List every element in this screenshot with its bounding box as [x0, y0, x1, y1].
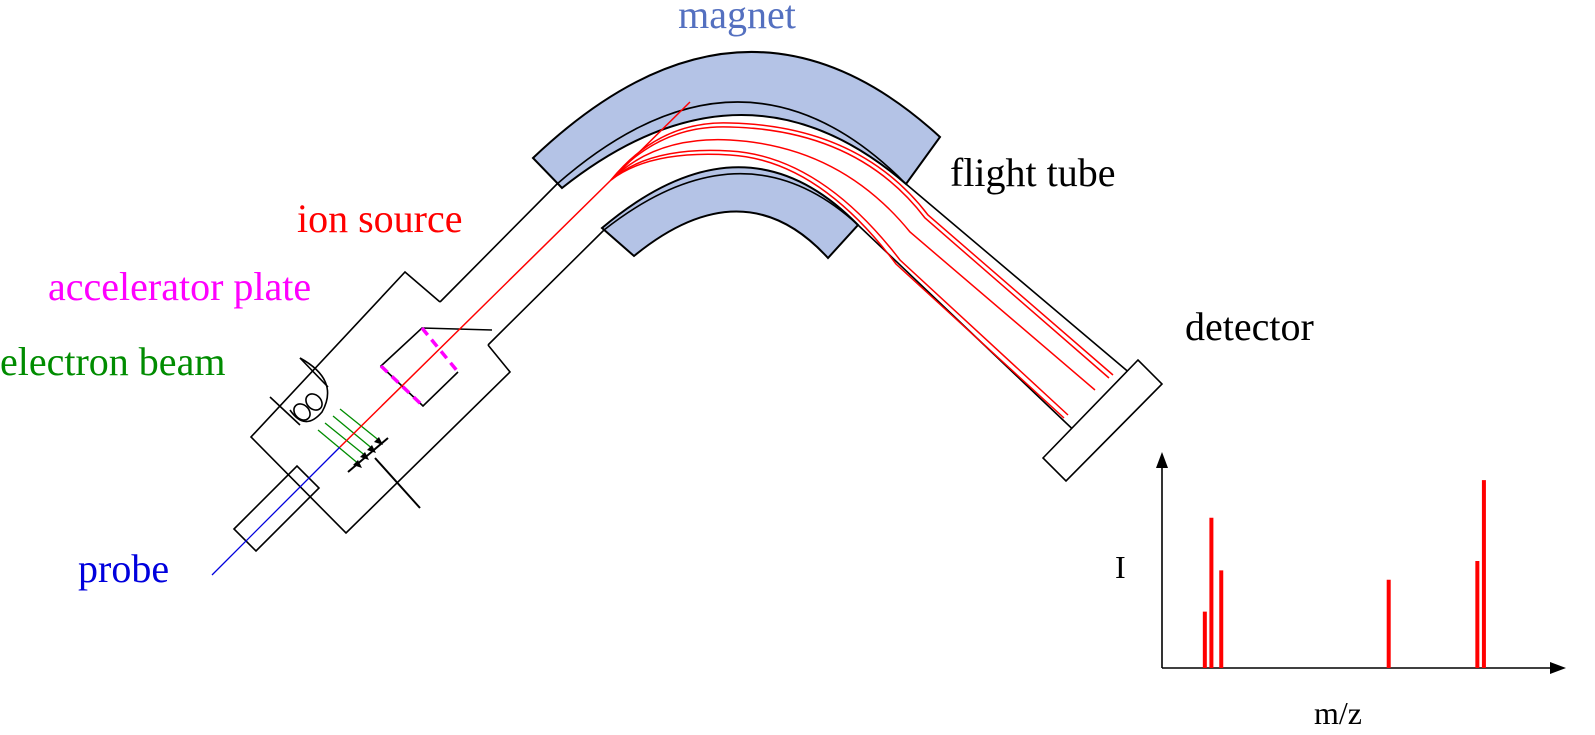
ion-source-box — [249, 270, 512, 535]
magnet — [531, 50, 942, 260]
filament-coil-2 — [305, 393, 323, 411]
ion-path-4 — [610, 149, 1069, 416]
probe-holder — [232, 464, 321, 553]
ion-source-label: ion source — [297, 196, 463, 241]
electron-beam-ray — [339, 408, 382, 443]
ion-path-3 — [610, 138, 1096, 391]
arrowhead — [353, 460, 362, 468]
filament-coil-1 — [293, 403, 311, 421]
filament — [269, 357, 329, 426]
detector-label: detector — [1185, 304, 1314, 349]
probe-rod — [211, 446, 341, 576]
mass-spectrum — [1156, 452, 1566, 674]
probe-label: probe — [78, 546, 169, 591]
accelerator-plate-label: accelerator plate — [48, 264, 311, 309]
filament-wire-left — [269, 396, 301, 426]
spectrum-x-axis-label: m/z — [1314, 695, 1362, 731]
flight-tube — [439, 101, 1139, 441]
electron-trap-stem — [374, 457, 421, 509]
arrowhead — [360, 452, 369, 460]
magnet-label: magnet — [678, 0, 796, 37]
spectrum-peaks — [1202, 480, 1486, 668]
ion-paths — [339, 101, 1114, 448]
ion-path-5 — [610, 153, 1065, 419]
filament-wire-right — [299, 357, 329, 388]
electron-trap — [347, 437, 421, 509]
ion-path-initial — [339, 179, 612, 448]
magnet-outer-pole — [531, 50, 942, 190]
electron-beam-arrowheads — [353, 437, 383, 468]
flight-tube-label: flight tube — [950, 150, 1116, 195]
spectrum-y-axis-arrow — [1156, 452, 1168, 468]
flight-tube-outer-wall — [439, 101, 1139, 381]
ion-path-1 — [610, 122, 1114, 376]
spectrum-x-axis-arrow — [1550, 662, 1566, 674]
ion-source-housing — [249, 270, 512, 535]
detector — [1041, 358, 1164, 483]
probe — [211, 446, 341, 576]
electron-beam-ray — [324, 422, 368, 458]
ion-path-2 — [610, 126, 1110, 379]
flight-tube-inner-wall — [487, 172, 1085, 441]
arrowhead — [374, 437, 383, 445]
magnet-inner-pole — [600, 166, 860, 260]
accelerator-plate — [379, 326, 460, 408]
spectrum-y-axis-label: I — [1115, 549, 1126, 585]
arrowhead — [367, 445, 376, 453]
accelerator-plate-2 — [379, 364, 425, 408]
electron-beam-label: electron beam — [0, 339, 225, 384]
acceleration-chamber — [379, 327, 493, 408]
accelerator-plate-1 — [420, 326, 460, 374]
